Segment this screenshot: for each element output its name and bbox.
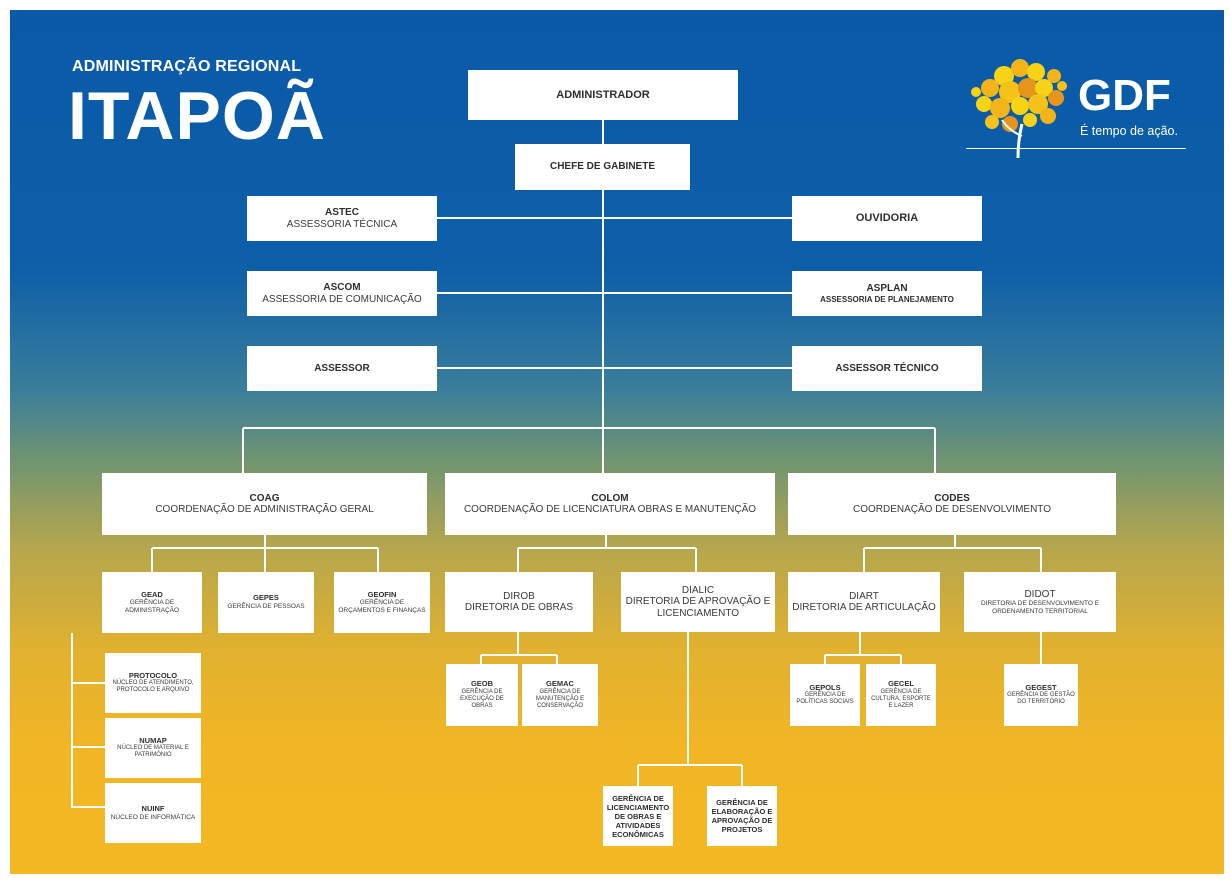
node-geob: GEOB GERÊNCIA DE EXECUÇÃO DE OBRAS xyxy=(446,664,518,726)
node-coag: COAG COORDENAÇÃO DE ADMINISTRAÇÃO GERAL xyxy=(102,473,427,535)
node-gepes: GEPES GERÊNCIA DE PESSOAS xyxy=(218,572,314,633)
node-name: GERÊNCIA DE ELABORAÇÃO E APROVAÇÃO DE PR… xyxy=(711,798,773,834)
node-code: PROTOCOLO xyxy=(128,670,178,680)
node-name: NÚCLEO DE MATERIAL E PATRIMÔNIO xyxy=(117,745,189,759)
node-name: NÚCLEO DE INFORMÁTICA xyxy=(110,813,196,821)
node-label: ASSESSOR TÉCNICO xyxy=(835,362,939,374)
node-code: GEOB xyxy=(470,678,494,688)
node-gerelab: GERÊNCIA DE ELABORAÇÃO E APROVAÇÃO DE PR… xyxy=(707,786,777,846)
node-code: GEOFIN xyxy=(367,589,397,599)
node-code: COLOM xyxy=(591,492,629,504)
node-name: NÚCLEO DE ATENDIMENTO, PROTOCOLO E ARQUI… xyxy=(112,680,194,694)
node-gemac: GEMAC GERÊNCIA DE MANUTENÇÃO E CONSERVAÇ… xyxy=(522,664,598,726)
node-gead: GEAD GERÊNCIA DE ADMINISTRAÇÃO xyxy=(102,572,202,633)
node-name: COORDENAÇÃO DE LICENCIATURA OBRAS E MANU… xyxy=(463,504,757,515)
node-code: COAG xyxy=(249,492,280,504)
node-protocolo: PROTOCOLO NÚCLEO DE ATENDIMENTO, PROTOCO… xyxy=(105,653,201,713)
node-asplan: ASPLAN ASSESSORIA DE PLANEJAMENTO xyxy=(792,271,982,316)
node-code: ASPLAN xyxy=(866,283,908,295)
org-chart-canvas: ADMINISTRAÇÃO REGIONAL ITAPOÃ GDF xyxy=(10,10,1224,874)
node-ouvidoria: OUVIDORIA xyxy=(792,196,982,241)
node-code: GEGEST xyxy=(1025,682,1057,692)
node-nuinf: NUINF NÚCLEO DE INFORMÁTICA xyxy=(105,783,201,843)
node-geofin: GEOFIN GERÊNCIA DE ORÇAMENTOS E FINANÇAS xyxy=(334,572,430,633)
node-code: DIDOT xyxy=(1024,588,1056,600)
node-assessor: ASSESSOR xyxy=(247,346,437,391)
node-didot: DIDOT DIRETORIA DE DESENVOLVIMENTO E ORD… xyxy=(964,572,1116,632)
node-name: GERÊNCIA DE CULTURA, ESPORTE E LAZER xyxy=(871,688,931,709)
node-code: NUINF xyxy=(141,803,165,813)
node-ascom: ASCOM ASSESSORIA DE COMUNICAÇÃO xyxy=(247,271,437,316)
node-colom: COLOM COORDENAÇÃO DE LICENCIATURA OBRAS … xyxy=(445,473,775,535)
yellow-tree-icon xyxy=(971,59,1067,159)
node-gepols: GEPOLS GERÊNCIA DE POLÍTICAS SOCIAIS xyxy=(790,664,860,726)
node-name: DIRETORIA DE OBRAS xyxy=(464,602,574,613)
node-chefe-de-gabinete: CHEFE DE GABINETE xyxy=(515,144,690,190)
node-name: GERÊNCIA DE EXECUÇÃO DE OBRAS xyxy=(460,688,504,709)
node-name: GERÊNCIA DE MANUTENÇÃO E CONSERVAÇÃO xyxy=(535,688,585,709)
node-gerlic: GERÊNCIA DE LICENCIAMENTO DE OBRAS E ATI… xyxy=(603,786,673,846)
node-astec: ASTEC ASSESSORIA TÉCNICA xyxy=(247,196,437,241)
node-code: GEMAC xyxy=(546,678,574,688)
node-code: ASCOM xyxy=(323,282,361,293)
logo-divider xyxy=(966,148,1186,149)
node-dialic: DIALIC DIRETORIA DE APROVAÇÃO E LICENCIA… xyxy=(621,572,775,632)
node-codes: CODES COORDENAÇÃO DE DESENVOLVIMENTO xyxy=(788,473,1116,535)
node-code: CODES xyxy=(934,492,970,504)
node-code: DIALIC xyxy=(681,584,715,596)
node-administrador: ADMINISTRADOR xyxy=(468,70,738,120)
node-name: GERÊNCIA DE POLÍTICAS SOCIAIS xyxy=(796,692,854,706)
node-name: DIRETORIA DE DESENVOLVIMENTO E ORDENAMEN… xyxy=(980,600,1100,615)
node-name: GERÊNCIA DE ADMINISTRAÇÃO xyxy=(124,599,180,614)
node-name: ASSESSORIA TÉCNICA xyxy=(286,218,398,230)
node-numap: NUMAP NÚCLEO DE MATERIAL E PATRIMÔNIO xyxy=(105,718,201,778)
node-name: GERÊNCIA DE GESTÃO DO TERRITÓRIO xyxy=(1007,692,1075,706)
node-name: GERÊNCIA DE LICENCIAMENTO DE OBRAS E ATI… xyxy=(606,793,670,839)
node-gecel: GECEL GERÊNCIA DE CULTURA, ESPORTE E LAZ… xyxy=(866,664,936,726)
node-name: GERÊNCIA DE PESSOAS xyxy=(227,603,305,611)
node-label: ADMINISTRADOR xyxy=(556,88,650,101)
node-code: DIROB xyxy=(503,590,535,602)
node-code: GEPOLS xyxy=(809,682,841,692)
node-label: ASSESSOR xyxy=(314,362,370,374)
node-code: DIART xyxy=(849,590,879,602)
connector-lines xyxy=(71,120,1042,808)
node-name: COORDENAÇÃO DE ADMINISTRAÇÃO GERAL xyxy=(155,504,374,515)
gdf-slogan: É tempo de ação. xyxy=(1080,124,1178,138)
node-code: GEPES xyxy=(253,593,279,603)
node-code: ASTEC xyxy=(325,207,359,218)
node-code: GECEL xyxy=(888,678,914,688)
node-name: COORDENAÇÃO DE DESENVOLVIMENTO xyxy=(853,504,1051,515)
node-label: OUVIDORIA xyxy=(855,212,919,225)
node-assessor-tecnico: ASSESSOR TÉCNICO xyxy=(792,346,982,391)
node-code: NUMAP xyxy=(139,735,167,745)
header-subtitle: ADMINISTRAÇÃO REGIONAL xyxy=(72,58,302,75)
node-name: GERÊNCIA DE ORÇAMENTOS E FINANÇAS xyxy=(338,599,426,614)
node-name: ASSESSORIA DE COMUNICAÇÃO xyxy=(262,293,422,305)
gdf-logo-text: GDF xyxy=(1078,71,1171,120)
header-title: ITAPOÃ xyxy=(68,78,326,154)
node-gegest: GEGEST GERÊNCIA DE GESTÃO DO TERRITÓRIO xyxy=(1004,664,1078,726)
node-dirob: DIROB DIRETORIA DE OBRAS xyxy=(445,572,593,632)
node-diart: DIART DIRETORIA DE ARTICULAÇÃO xyxy=(788,572,940,632)
node-code: GEAD xyxy=(141,589,163,599)
node-name: DIRETORIA DE ARTICULAÇÃO xyxy=(792,602,936,613)
node-name: ASSESSORIA DE PLANEJAMENTO xyxy=(820,294,954,304)
node-label: CHEFE DE GABINETE xyxy=(549,161,655,173)
node-name: DIRETORIA DE APROVAÇÃO E LICENCIAMENTO xyxy=(625,596,771,619)
